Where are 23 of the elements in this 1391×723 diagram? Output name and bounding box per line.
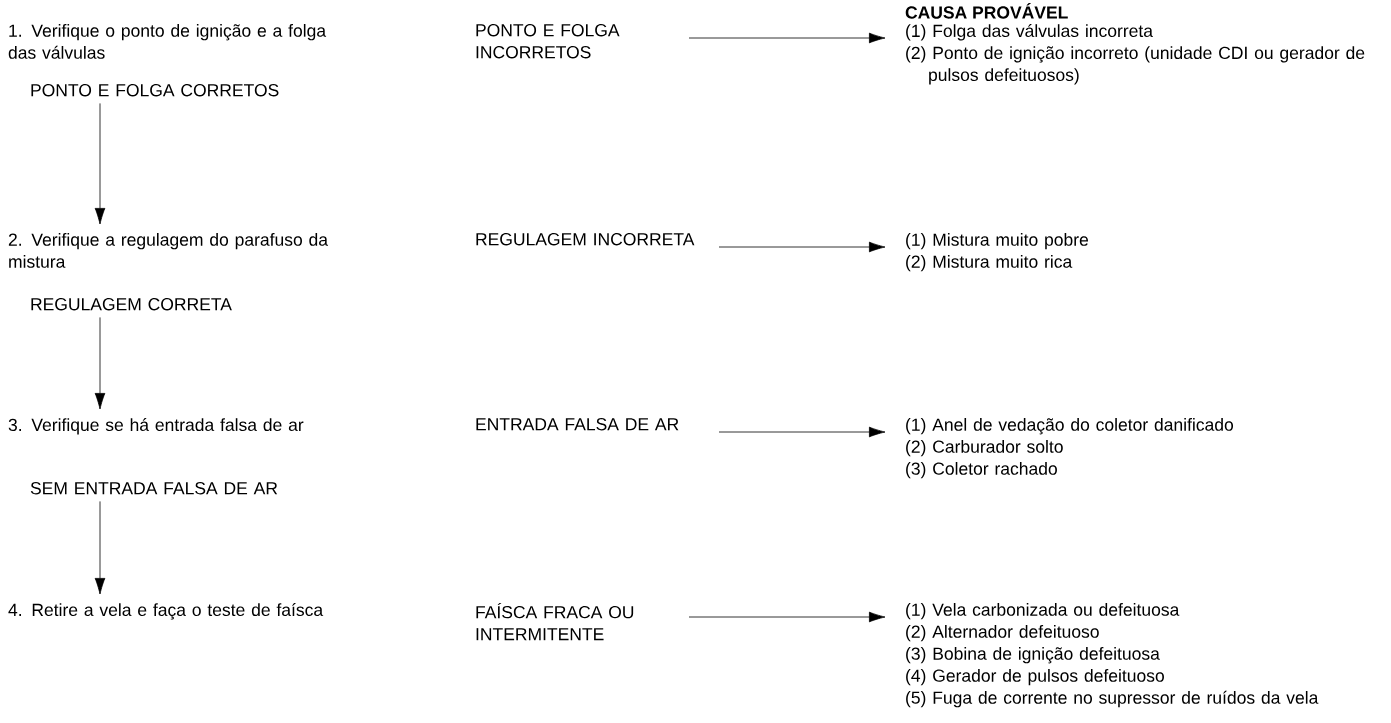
arrow <box>94 317 106 410</box>
cause-list: (1) Anel de vedação do coletor danificado (2) Carburador solto (3) Coletor rachado <box>906 418 1233 479</box>
cause-list: (1) Folga das válvulas incorreta (2) Ponto de ignição incorreto (unidade CDI ou gerador de pulsos defeituosos) <box>906 24 1365 85</box>
result-text: SEM ENTRADA FALSA DE AR <box>30 482 278 495</box>
step-text: 4. Retire a vela e faça o teste de faísca <box>8 603 324 620</box>
result-text: REGULAGEM INCORRETA <box>476 233 695 246</box>
result-text: ENTRADA FALSA DE AR <box>476 418 679 431</box>
arrow <box>94 501 106 595</box>
arrow <box>688 611 886 623</box>
heading: CAUSA PROVÁVEL <box>905 3 1068 19</box>
result-text: FAÍSCA FRACA OU INTERMITENTE <box>476 603 634 641</box>
result-text: REGULAGEM CORRETA <box>31 298 232 311</box>
arrow <box>718 241 886 253</box>
step-text: 3. Verifique se há entrada falsa de ar <box>8 418 304 435</box>
arrow <box>688 32 886 44</box>
cause-list: (1) Vela carbonizada ou defeituosa (2) Alternador defeituoso (3) Bobina de ignição defeituosa (4) Gerador de pulsos defeituoso (5) Fuga de corrente no supressor de ruídos da vela <box>906 603 1319 708</box>
arrow <box>718 426 886 438</box>
step-text: 1. Verifique o ponto de ignição e a folga das válvulas <box>8 24 327 59</box>
cause-list: (1) Mistura muito pobre (2) Mistura muito rica <box>906 233 1088 272</box>
result-text: PONTO E FOLGA INCORRETOS <box>476 24 620 59</box>
arrow <box>94 103 106 225</box>
step-text: 2. Verifique a regulagem do parafuso da mistura <box>8 233 328 268</box>
result-text: PONTO E FOLGA CORRETOS <box>31 84 279 97</box>
